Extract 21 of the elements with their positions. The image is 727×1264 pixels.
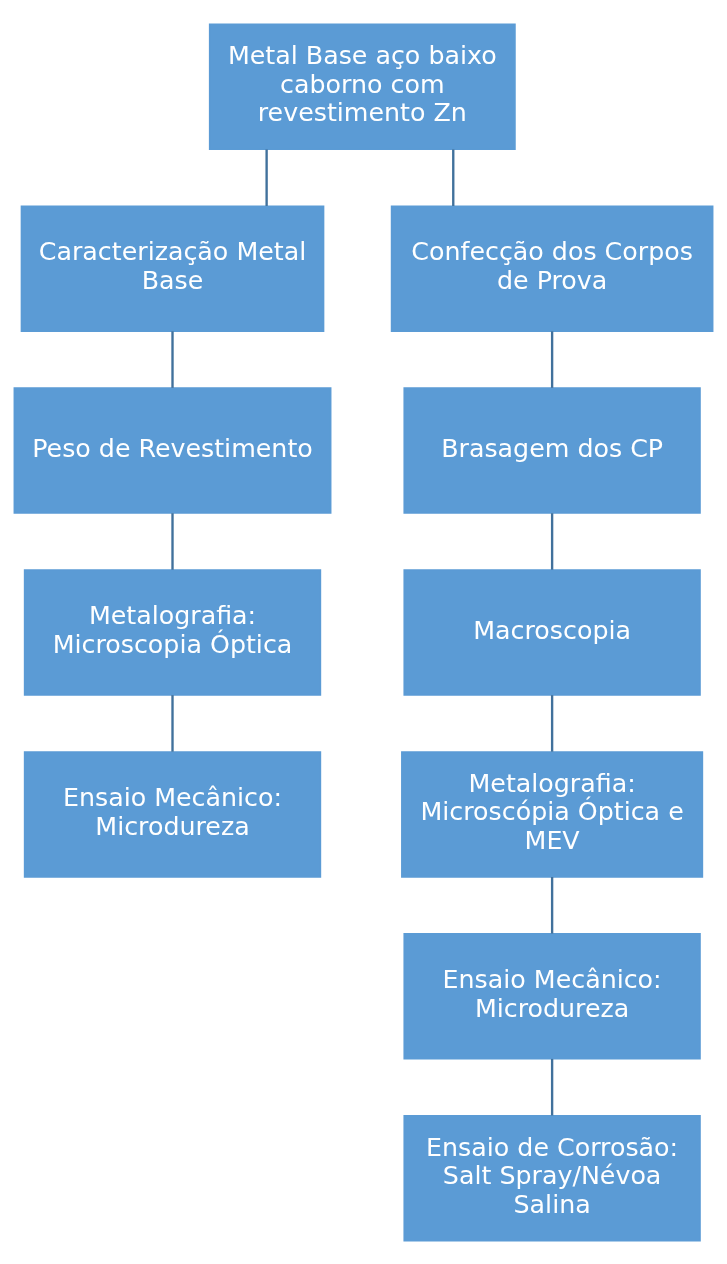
node-box: Caracterização Metal Base [20, 204, 325, 332]
node-box: Peso de Revestimento [13, 386, 332, 514]
connector [550, 694, 554, 752]
connector [265, 148, 268, 206]
connector [550, 330, 554, 388]
connector [171, 694, 174, 752]
node-box: Metal Base aço baixo caborno com revestimento Zn [208, 23, 516, 150]
connector [452, 148, 455, 206]
connector [171, 512, 174, 570]
node-box: Brasagem dos CP [403, 386, 701, 514]
node-box: Macroscopia [403, 568, 701, 696]
node-box: Ensaio Mecânico: Microdureza [403, 932, 701, 1060]
node-box: Ensaio de Corrosão: Salt Spray/Névoa Salina [403, 1114, 701, 1241]
node-box: Metalografia: Microscopia Óptica [23, 568, 322, 696]
node-box: Ensaio Mecânico: Microdureza [23, 750, 322, 878]
node-box: Metalografia: Microscópia Óptica e MEV [401, 750, 704, 878]
connector [550, 876, 554, 934]
connector [550, 1058, 554, 1115]
node-box: Confecção dos Corpos de Prova [390, 204, 714, 332]
connector [550, 512, 554, 570]
connector [171, 330, 174, 388]
